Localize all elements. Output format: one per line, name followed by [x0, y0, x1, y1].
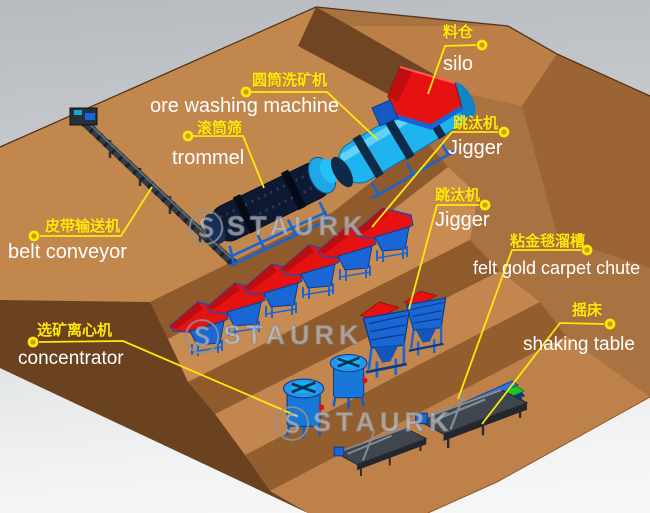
label-shaking-table-cn: 摇床 — [572, 302, 603, 319]
leader-jigger-lower — [408, 204, 479, 310]
leader-ore-washing — [251, 91, 378, 140]
dot-silo — [476, 39, 488, 51]
right-hill-face — [522, 54, 650, 268]
leader-dots — [27, 39, 616, 348]
dot-concentrator — [27, 336, 39, 348]
label-ore-washing-en: ore washing machine — [150, 95, 339, 117]
leader-belt-conveyor — [40, 186, 153, 237]
step-wall-c — [245, 302, 566, 491]
label-silo-cn: 料仓 — [443, 24, 474, 41]
leader-trommel — [193, 135, 265, 189]
label-shaking-table-en: shaking table — [523, 334, 635, 355]
dot-belt-conveyor — [28, 230, 40, 242]
leader-lines — [38, 44, 605, 425]
label-trommel-en: trommel — [172, 147, 245, 169]
label-jigger-lower-cn: 跳汰机 — [435, 187, 481, 204]
dot-trommel — [182, 130, 194, 142]
leader-silo — [427, 44, 477, 95]
dot-ore-washing — [240, 86, 252, 98]
label-concentrator-cn: 选矿离心机 — [37, 322, 113, 339]
front-left-dark-wall — [0, 300, 308, 513]
label-silo-en: silo — [443, 53, 474, 75]
leader-shaking-table — [481, 322, 605, 425]
terrain — [0, 6, 650, 513]
label-jigger-upper-en: Jigger — [448, 137, 503, 159]
bottom-edge-outline — [427, 396, 650, 513]
label-belt-conveyor-cn: 皮带输送机 — [45, 218, 121, 235]
label-felt-chute-en: felt gold carpet chute — [473, 258, 641, 278]
silo-hopper — [371, 66, 464, 130]
label-jigger-lower-en: Jigger — [435, 209, 490, 231]
label-felt-chute-cn: 粘金毯溜槽 — [510, 233, 586, 250]
right-hill-top — [350, 26, 557, 106]
label-ore-washing-cn: 圆筒洗矿机 — [252, 72, 328, 89]
dot-jigger-upper — [498, 126, 510, 138]
label-jigger-upper-cn: 跳汰机 — [453, 115, 499, 132]
dot-jigger-lower — [479, 199, 491, 211]
step-wall-a — [150, 140, 448, 339]
belt-conveyor-machine — [69, 107, 237, 266]
dot-felt-chute — [581, 244, 593, 256]
dot-shaking-table — [604, 318, 616, 330]
label-concentrator-en: concentrator — [18, 348, 124, 369]
step-wall-b — [188, 240, 500, 414]
leader-concentrator — [38, 340, 298, 417]
ridge-outline — [0, 6, 650, 148]
leader-jigger-upper — [371, 131, 498, 228]
upper-left-slope — [0, 7, 462, 305]
leader-felt-chute — [457, 249, 581, 400]
label-belt-conveyor-en: belt conveyor — [8, 241, 127, 263]
label-trommel-cn: 滚筒筛 — [197, 120, 243, 137]
